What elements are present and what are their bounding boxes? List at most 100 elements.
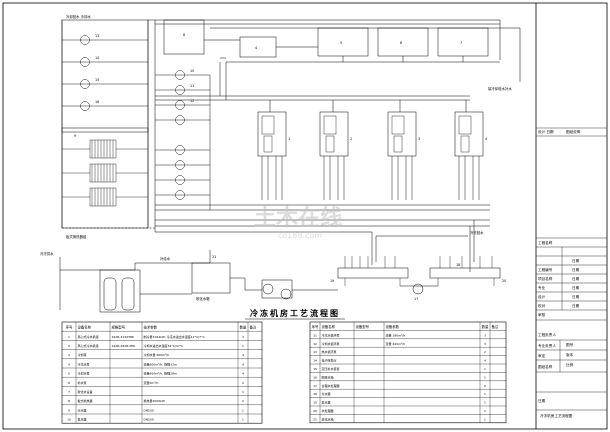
tb-discipline: 专业	[538, 285, 546, 290]
tag-pump-14: 14	[95, 56, 99, 60]
makeup-pump-2	[280, 288, 292, 300]
tb-project-name: 工程名称	[538, 240, 553, 245]
cooling-towers	[163, 19, 500, 63]
left-table-cell: 4	[242, 372, 244, 376]
left-table-cell: 离心式冷水机组	[78, 343, 99, 348]
left-table-cell: 1	[68, 335, 70, 339]
left-table-cell: 2	[242, 399, 244, 403]
softener-box	[99, 269, 141, 313]
tb-footer: 冷冻机房工艺流程图	[540, 413, 573, 418]
right-table-cell: 冷冻水循环泵	[322, 332, 340, 337]
right-table-cell: 冷却水循环泵	[322, 341, 340, 346]
pump-17	[412, 283, 424, 295]
watermark-url: co188.com	[278, 231, 322, 240]
cooling-tower-7	[437, 27, 489, 57]
left-table-cell: 分水器	[78, 407, 87, 412]
cooling-tower-4	[239, 36, 277, 58]
right-table-cell: 流量 420m³/h	[386, 341, 406, 346]
left-table-cell: 1	[242, 344, 244, 348]
left-table-cell: 流量650m³/h, 扬程28m	[144, 371, 177, 376]
tb-date-3: 日期	[572, 276, 580, 281]
right-table-cell: 16	[313, 375, 317, 379]
exchanger-3	[89, 187, 117, 207]
softener-tank-2	[121, 277, 135, 311]
manifold-20	[429, 267, 501, 279]
tb-notes: 图纸说明	[566, 129, 581, 134]
right-table-cell: 2	[484, 350, 486, 354]
tag-pump-10: 10	[190, 69, 194, 73]
left-table-cell: 换热量2000kW	[144, 398, 165, 403]
right-table-cell: 定压补水装置	[322, 366, 340, 371]
left-table-cell: 6	[68, 381, 70, 385]
tb-check: 校对	[538, 303, 546, 308]
left-table-header-cell: 技术参数	[144, 325, 158, 330]
tb-scale: 比例	[566, 362, 574, 367]
left-table-cell: 冷却水量 600m³/h	[144, 352, 170, 357]
right-table-cell: 1	[484, 367, 486, 371]
tb-project-no: 工程编号	[538, 267, 553, 272]
left-table-header-cell: 数量	[240, 325, 247, 330]
left-table-cell: 3	[68, 353, 70, 357]
tag-exchanger-18: 18	[456, 263, 460, 267]
tb-date-1: 日期	[572, 258, 580, 263]
title-block	[536, 127, 607, 411]
right-table-cell: 1	[484, 417, 486, 421]
tag-tower-6: 6	[400, 41, 402, 45]
label-chilled-return: 冷冻回水	[470, 230, 484, 235]
tb-date-2: 日期	[572, 267, 580, 272]
right-table-cell: 3	[484, 342, 486, 346]
left-table-cell: 9	[68, 408, 70, 412]
right-table-cell: 1	[484, 375, 486, 379]
right-table-header-cell: 设备型号	[356, 324, 370, 329]
left-table-cell: 2	[68, 344, 70, 348]
tag-tower-8: 8	[183, 33, 185, 37]
tag-tower-7: 7	[460, 41, 462, 45]
tag-manifold-20: 20	[502, 279, 506, 283]
left-table-cell: 4	[242, 362, 244, 366]
left-table-cell: 4	[68, 362, 70, 366]
water-tank	[191, 262, 231, 294]
left-table-cell: 补水泵	[78, 380, 87, 385]
left-table-cell: 1	[242, 418, 244, 422]
tag-chiller-4: 4	[485, 137, 487, 141]
left-table-cell: 1	[242, 390, 244, 394]
right-table-header-cell: 数量	[482, 324, 489, 329]
right-table-cell: 17	[313, 384, 317, 388]
right-table-cell: 3	[484, 333, 486, 337]
right-table-cell: 软化水箱	[322, 416, 334, 421]
tb-review: 审核	[538, 312, 546, 317]
chiller-4	[454, 111, 484, 157]
label-to-tower: 接冷却塔水补水	[488, 86, 512, 91]
right-table-cell: 11	[313, 333, 317, 337]
tb-design: 设计	[538, 294, 546, 299]
right-table-cell: 热水循环泵	[322, 349, 337, 354]
watermark: 土木在线	[254, 205, 342, 231]
cooling-tower-6	[377, 27, 429, 57]
tb-item-name: 项目名称	[538, 276, 553, 281]
tag-chiller-2: 2	[350, 137, 352, 141]
label-softener: 软化水箱	[196, 296, 210, 301]
right-table-cell: 4	[484, 359, 486, 363]
left-table-cell: 离心式冷水机组	[78, 334, 99, 339]
manifold-19	[337, 267, 409, 279]
left-pumps	[62, 35, 211, 210]
left-table-cell: 4	[242, 353, 244, 357]
right-table-cell: 20	[313, 409, 317, 413]
tag-misc-21: 21	[212, 255, 216, 259]
tb-eng-lead: 工程负责人	[538, 332, 556, 337]
tb-date-4: 日期	[572, 285, 580, 290]
tb-drawing-name: 图纸名称	[538, 364, 553, 369]
right-table-cell: 21	[313, 417, 317, 421]
tag-pump-15: 15	[95, 78, 99, 82]
left-table-cell: 2	[242, 381, 244, 385]
makeup-pump-1	[262, 283, 274, 295]
left-table-cell: 流量600m³/h, 扬程32m	[144, 361, 177, 366]
right-table-cell: 水处理器	[322, 408, 334, 413]
left-table-cell: 19XR-3134386	[112, 335, 134, 339]
right-table-header-cell: 设备名称	[322, 324, 336, 329]
right-table-cell: 2	[484, 384, 486, 388]
right-table-cell: 1	[484, 409, 486, 413]
tag-pump-13: 13	[95, 34, 99, 38]
